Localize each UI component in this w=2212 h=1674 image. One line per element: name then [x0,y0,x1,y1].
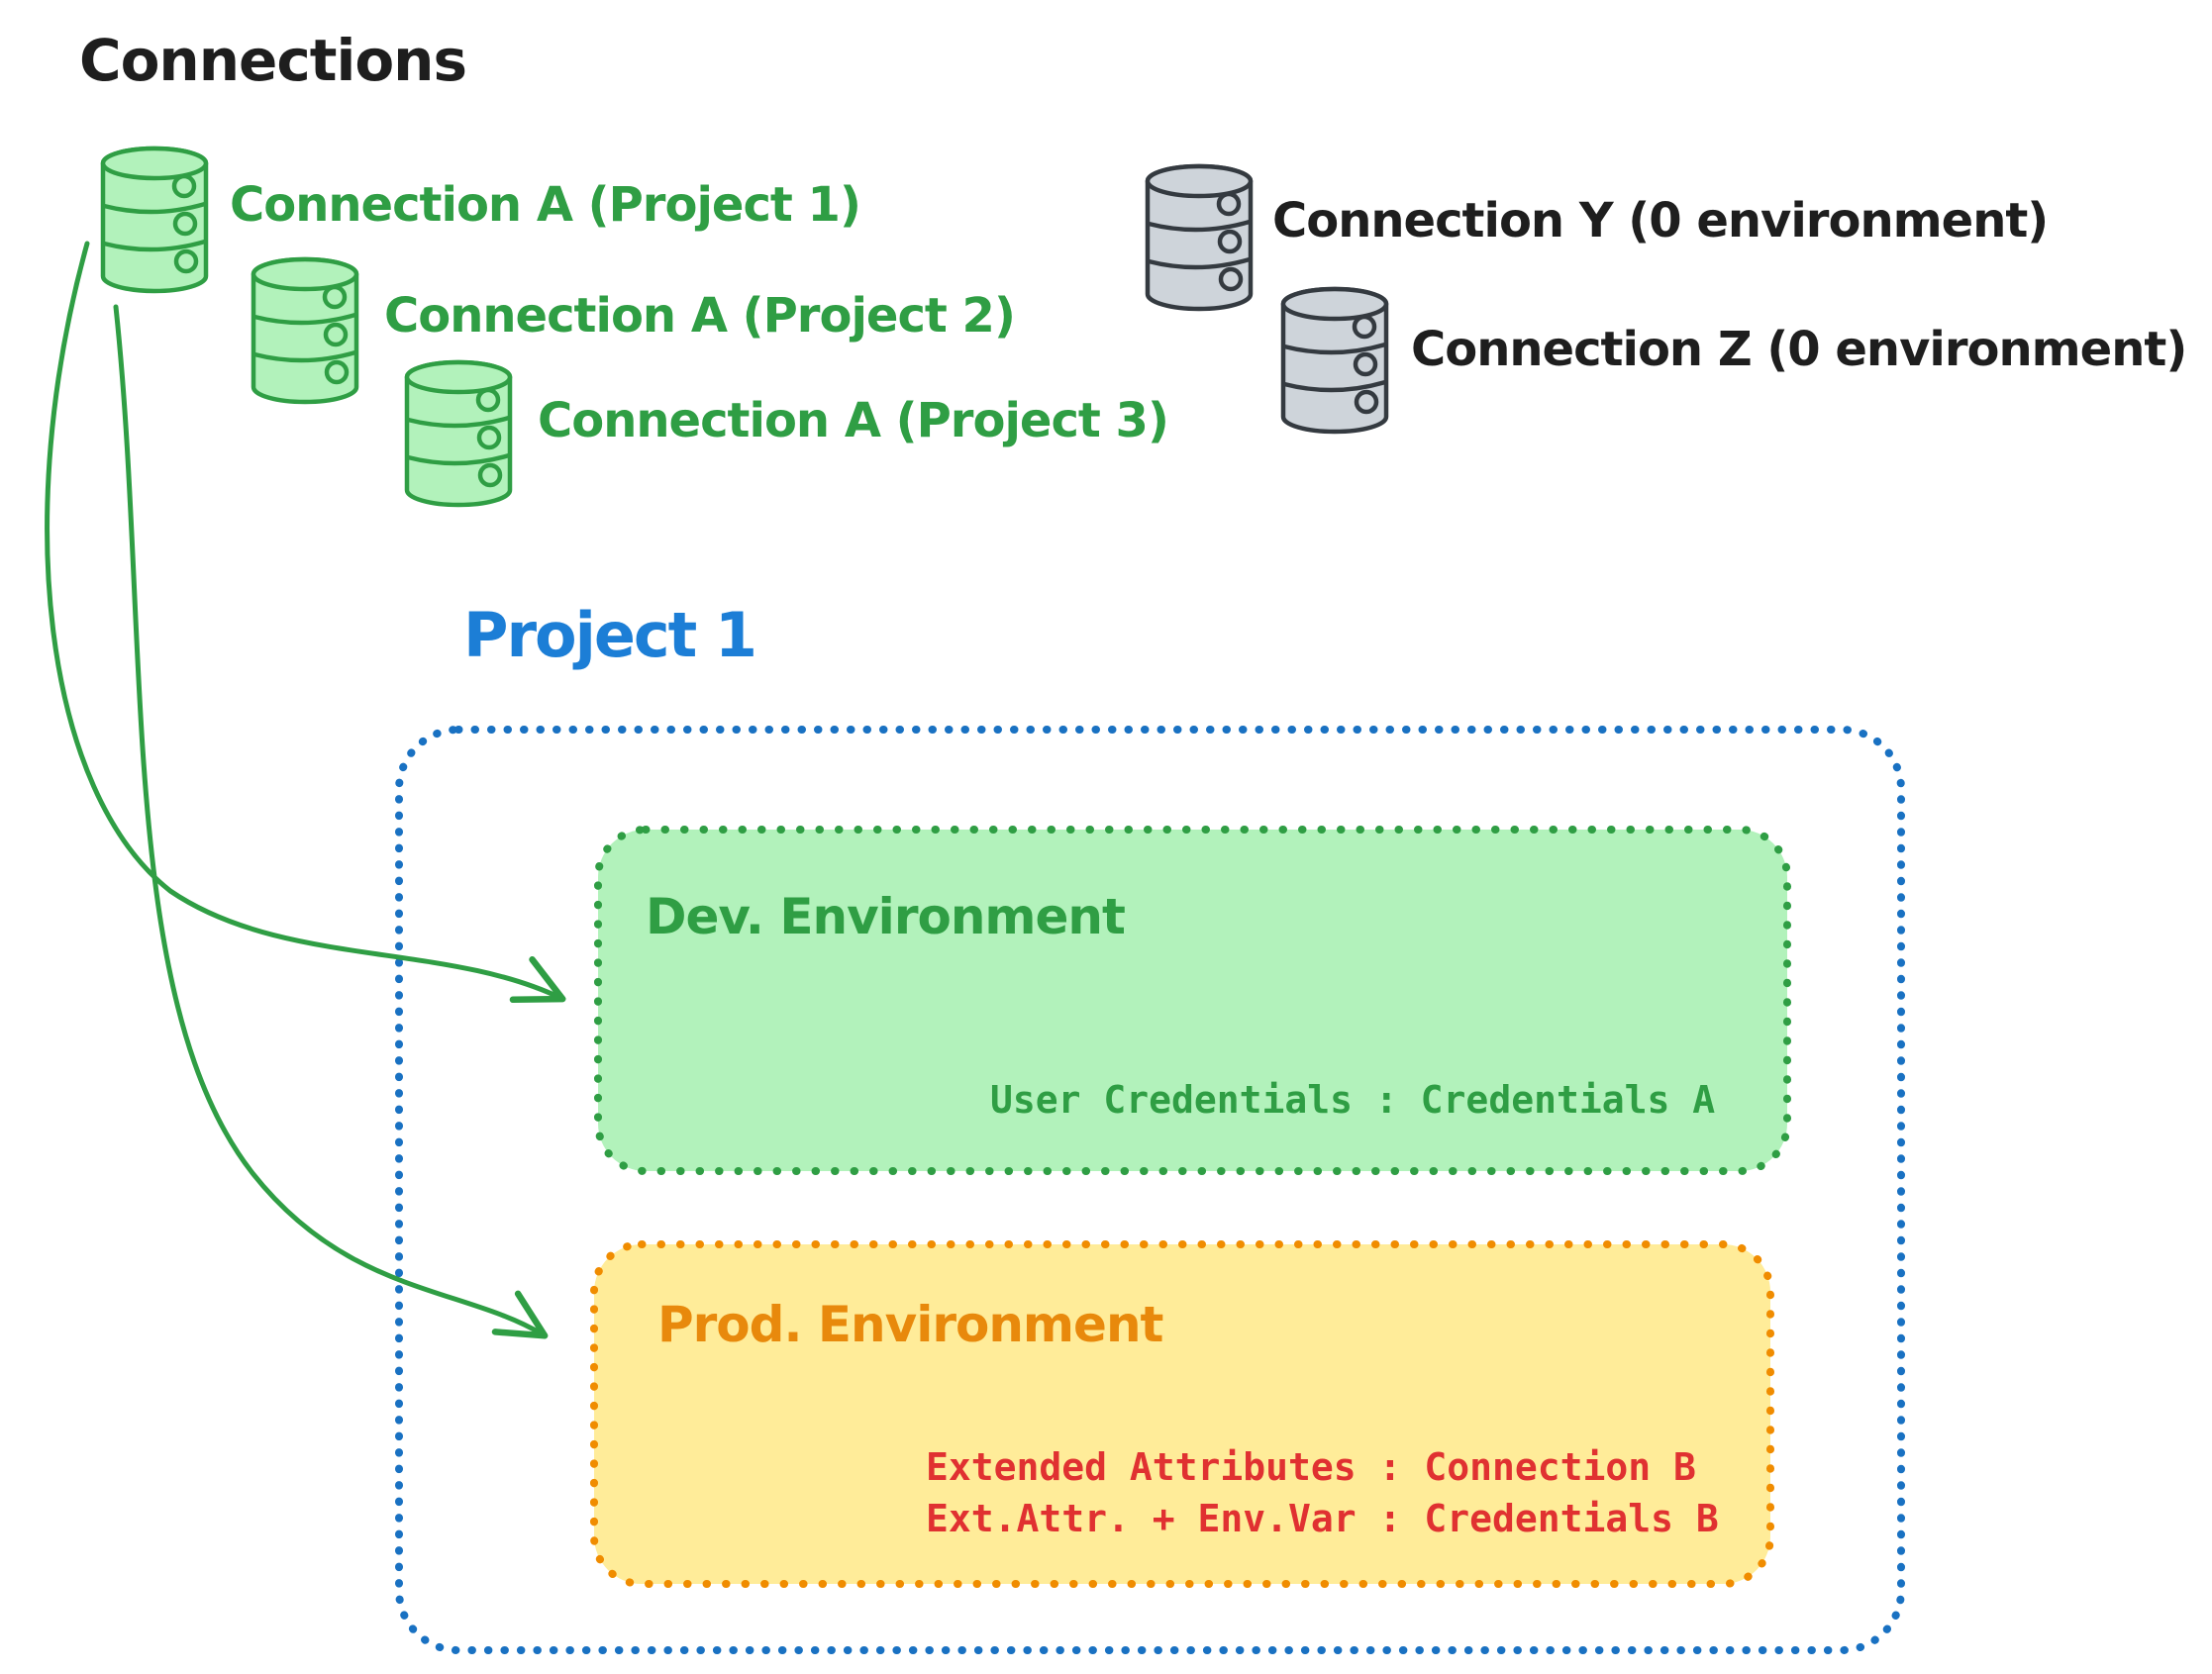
dev-environment-box [594,826,1791,1175]
prod-environment-credentials-lines: Extended Attributes : Connection B Ext.A… [926,1441,1719,1544]
project-1-title: Project 1 [463,599,757,671]
prod-environment-line-1: Extended Attributes : Connection B [926,1445,1696,1489]
arrow-to-dev-environment [45,241,566,1004]
database-icon-connection-a-project-1 [103,148,206,291]
database-icon-connection-a-project-2 [253,259,356,402]
connection-a-project-3-label: Connection A (Project 3) [538,393,1169,448]
dev-environment-credentials-line: User Credentials : Credentials A [990,1078,1716,1122]
database-icon-connection-a-project-3 [407,362,510,505]
connection-y-label: Connection Y (0 environment) [1272,193,2049,248]
connection-a-project-2-label: Connection A (Project 2) [384,288,1016,344]
prod-environment-line-2: Ext.Attr. + Env.Var : Credentials B [926,1497,1719,1540]
connection-a-project-1-label: Connection A (Project 1) [230,177,861,233]
project-1-box [395,726,1905,1654]
prod-environment-title: Prod. Environment [657,1296,1163,1353]
dev-environment-title: Dev. Environment [646,888,1126,945]
connection-z-label: Connection Z (0 environment) [1411,322,2187,377]
prod-environment-box [590,1240,1774,1588]
database-icon-connection-z [1283,289,1386,432]
connections-title: Connections [79,27,467,94]
database-icon-connection-y [1148,166,1251,309]
arrow-to-prod-environment [113,304,549,1339]
